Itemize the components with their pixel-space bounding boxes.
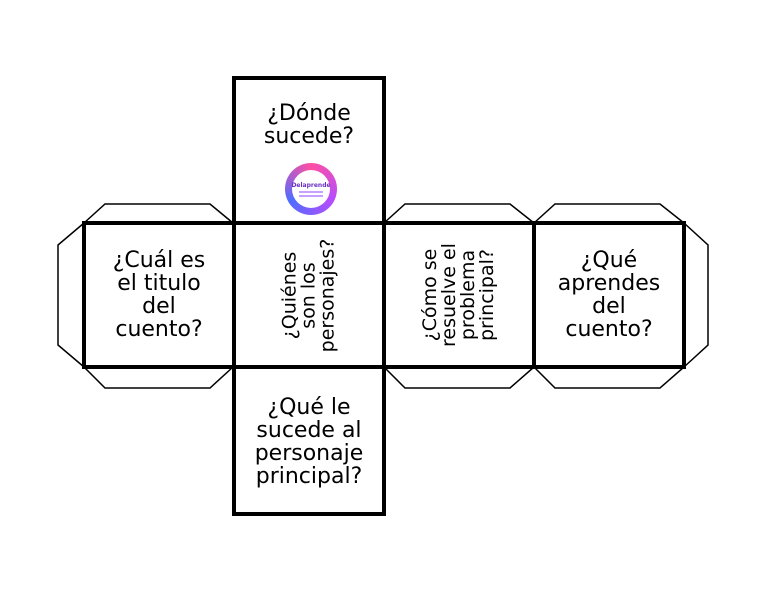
- circle-logo-icon: Delaprende: [285, 163, 337, 215]
- glue-tab-left-outer: [57, 222, 85, 368]
- face-right: ¿Qué aprendes del cuento?: [534, 223, 684, 367]
- glue-tab-right-bottom: [533, 366, 685, 389]
- glue-tab-right-outer: [683, 222, 709, 368]
- face-bottom-border: [232, 365, 386, 516]
- face-center: ¿Quiénes son los personajes?: [234, 223, 384, 367]
- face-center-label: ¿Quiénes son los personajes?: [278, 238, 339, 352]
- face-right-border: [532, 221, 686, 369]
- face-right-center: ¿Cómo se resuelve el problema principal?: [384, 223, 534, 367]
- face-right-label: ¿Qué aprendes del cuento?: [557, 248, 661, 342]
- face-bottom: ¿Qué le sucede al personaje principal?: [234, 372, 384, 512]
- glue-tab-left-top: [83, 203, 234, 224]
- face-left: ¿Cuál es el titulo del cuento?: [84, 223, 234, 367]
- logo-text: Delaprende: [291, 181, 331, 189]
- face-left-label: ¿Cuál es el titulo del cuento?: [112, 248, 206, 342]
- face-right-center-label: ¿Cómo se resuelve el problema principal?: [419, 243, 498, 347]
- glue-tab-mid-bottom: [383, 366, 535, 389]
- face-top: ¿Dónde sucede?: [234, 90, 384, 160]
- glue-tab-mid-top: [383, 203, 535, 224]
- face-bottom-label: ¿Qué le sucede al personaje principal?: [254, 395, 364, 489]
- glue-tab-right-top: [533, 203, 685, 224]
- glue-tab-left-bottom: [83, 366, 234, 389]
- face-top-label: ¿Dónde sucede?: [263, 101, 355, 149]
